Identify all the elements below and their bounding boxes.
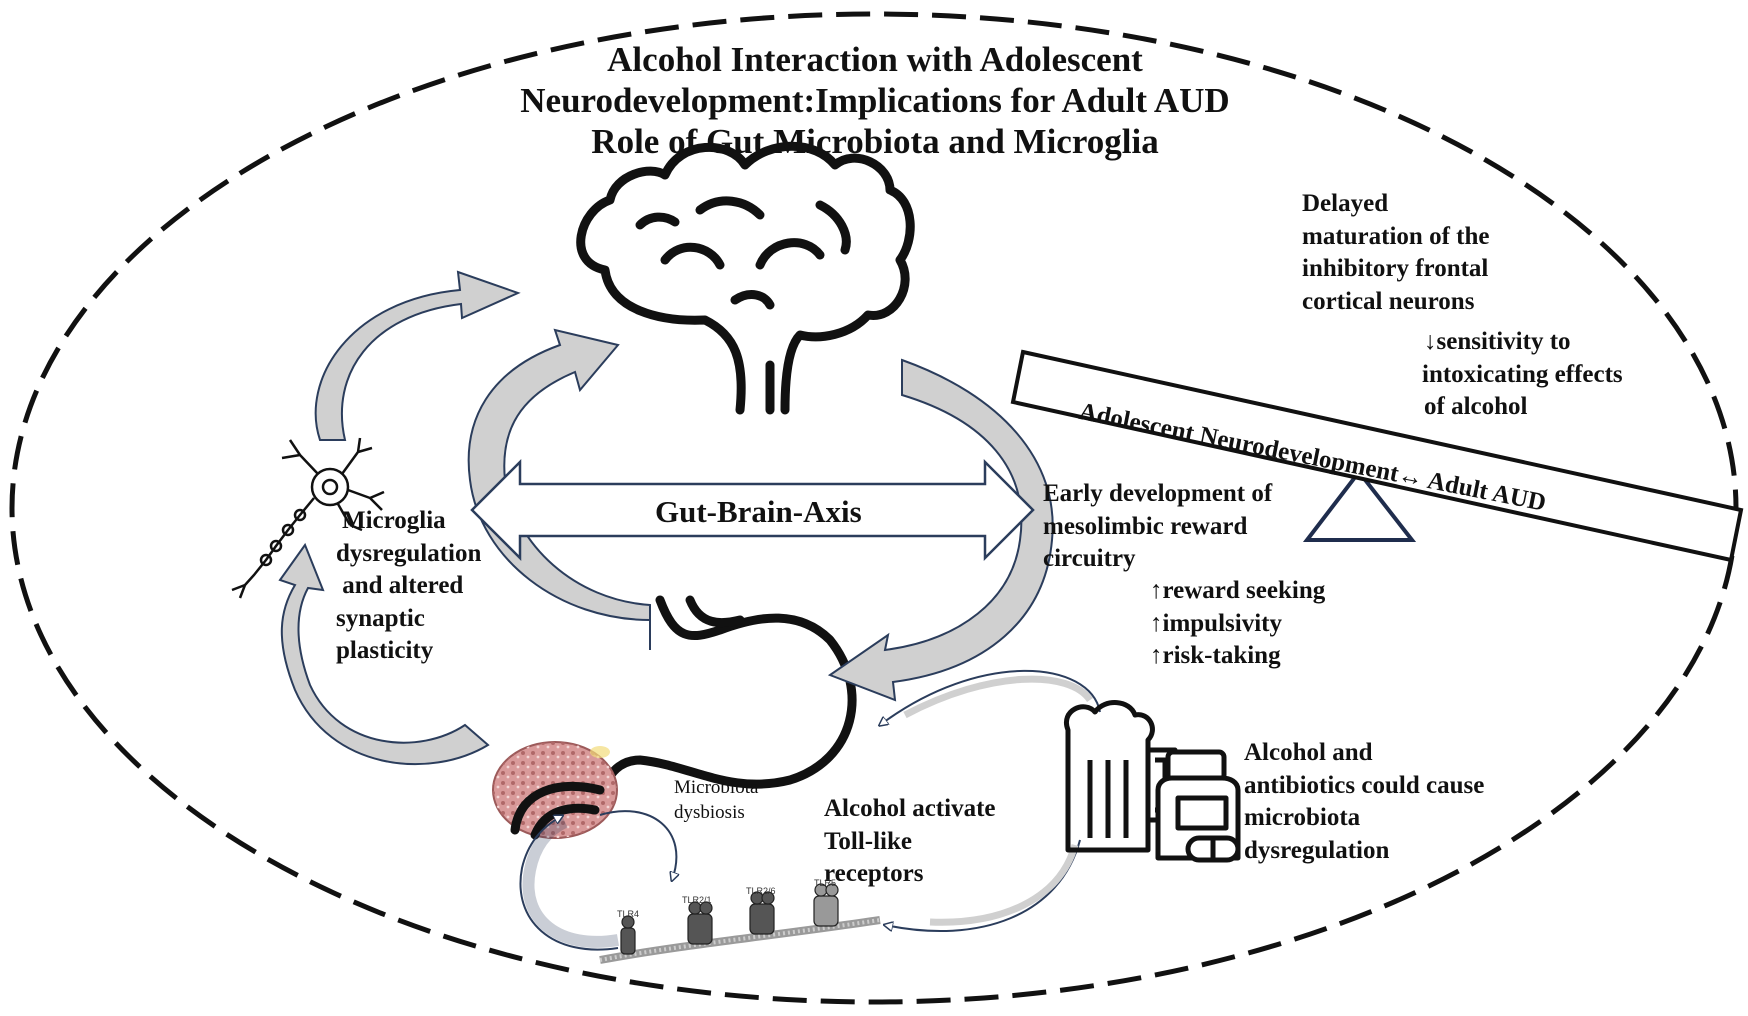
- tlr-label: TLR2/6: [746, 886, 776, 896]
- sensitivity-text: ↓sensitivity to intoxicating effects of …: [1422, 326, 1623, 424]
- balance-beam: [1010, 349, 1744, 563]
- frontal-maturation-text: Delayed maturation of the inhibitory fro…: [1302, 188, 1489, 318]
- brain-icon: [576, 141, 915, 415]
- title-line-1: Alcohol Interaction with Adolescent: [607, 40, 1143, 79]
- title-line-3: Role of Gut Microbiota and Microglia: [591, 121, 1159, 161]
- behavioral-effects-text: ↑reward seeking ↑impulsivity ↑risk-takin…: [1150, 575, 1325, 673]
- microbiota-loop-arrow-right: [599, 810, 676, 880]
- tlr-activation-text: Alcohol activate Toll-like receptors: [824, 793, 995, 891]
- sensitivity-line-1: ↓sensitivity to: [1424, 328, 1571, 355]
- antibiotics-line-3: microbiota: [1244, 804, 1361, 831]
- mesolimbic-line-2: mesolimbic reward: [1043, 512, 1248, 540]
- dysbiosis-line-1: Microbiota: [674, 777, 759, 798]
- neuron-loop-arrow-bottom: [278, 542, 490, 766]
- antibiotics-line-1: Alcohol and: [1244, 739, 1373, 766]
- microglia-line-5: plasticity: [336, 637, 434, 664]
- drinks-to-stomach-arrow-band: [903, 675, 1093, 719]
- stomach-icon: [595, 595, 857, 795]
- microbiota-loop-arrow-left: [522, 816, 620, 948]
- sensitivity-line-2: intoxicating effects: [1422, 360, 1623, 388]
- tlr-label: TLR4: [617, 909, 640, 919]
- medicine-bottle-icon: [1155, 749, 1241, 863]
- title-line-2: Neurodevelopment:Implications for Adult …: [520, 80, 1230, 120]
- microglia-line-1: Microglia: [342, 507, 446, 534]
- microglia-line-4: synaptic: [336, 604, 425, 632]
- intestine-icon: [492, 741, 618, 840]
- effects-line-1: ↑reward seeking: [1150, 577, 1326, 604]
- frontal-line-4: cortical neurons: [1302, 287, 1475, 315]
- antibiotics-line-2: antibiotics could cause: [1244, 771, 1485, 799]
- drinks-to-receptors-band: [929, 844, 1079, 926]
- mesolimbic-line-3: circuitry: [1043, 545, 1136, 572]
- balance-fulcrum-triangle: [1302, 468, 1417, 542]
- frontal-line-1: Delayed: [1302, 190, 1389, 217]
- microglia-line-3: and altered: [336, 572, 464, 599]
- effects-line-3: ↑risk-taking: [1150, 642, 1281, 669]
- tlr-label: TLR5: [814, 878, 837, 888]
- tlr-label: TLR2/1: [682, 895, 712, 905]
- tlr-text-line-3: receptors: [824, 860, 924, 887]
- microbiota-dysbiosis-text: Microbiota dysbiosis: [674, 776, 758, 825]
- loop-arrow-right: [827, 358, 1054, 702]
- tlr-text-line-1: Alcohol activate: [824, 795, 996, 822]
- microglia-text: Microglia dysregulation and altered syna…: [336, 505, 481, 668]
- gut-brain-axis-label: Gut-Brain-Axis: [655, 494, 862, 529]
- mesolimbic-line-1: Early development of: [1043, 480, 1273, 507]
- mesolimbic-text: Early development of mesolimbic reward c…: [1043, 478, 1272, 576]
- tlr-receptor-icons: [620, 883, 839, 955]
- neuron-loop-arrow-top: [314, 270, 521, 441]
- frontal-line-2: maturation of the: [1302, 222, 1490, 250]
- gut-brain-axis-double-arrow: [470, 458, 1035, 562]
- drinks-to-stomach-arrow: [880, 669, 1101, 725]
- effects-line-2: ↑impulsivity: [1150, 609, 1282, 637]
- cell-membrane: [599, 916, 881, 964]
- loop-arrow-left: [467, 328, 651, 650]
- dysbiosis-line-2: dysbiosis: [674, 801, 745, 823]
- microglia-line-2: dysregulation: [336, 539, 482, 567]
- sensitivity-line-3: of alcohol: [1424, 393, 1528, 420]
- frontal-line-3: inhibitory frontal: [1302, 255, 1489, 282]
- neuron-icon: [231, 437, 385, 599]
- antibiotics-line-4: dysregulation: [1244, 836, 1390, 864]
- antibiotics-text: Alcohol and antibiotics could cause micr…: [1244, 737, 1484, 867]
- microbiota-loop-arrow-left-outline: [519, 816, 619, 951]
- diagram-title: Alcohol Interaction with Adolescent Neur…: [430, 40, 1320, 163]
- tlr-text-line-2: Toll-like: [824, 827, 912, 855]
